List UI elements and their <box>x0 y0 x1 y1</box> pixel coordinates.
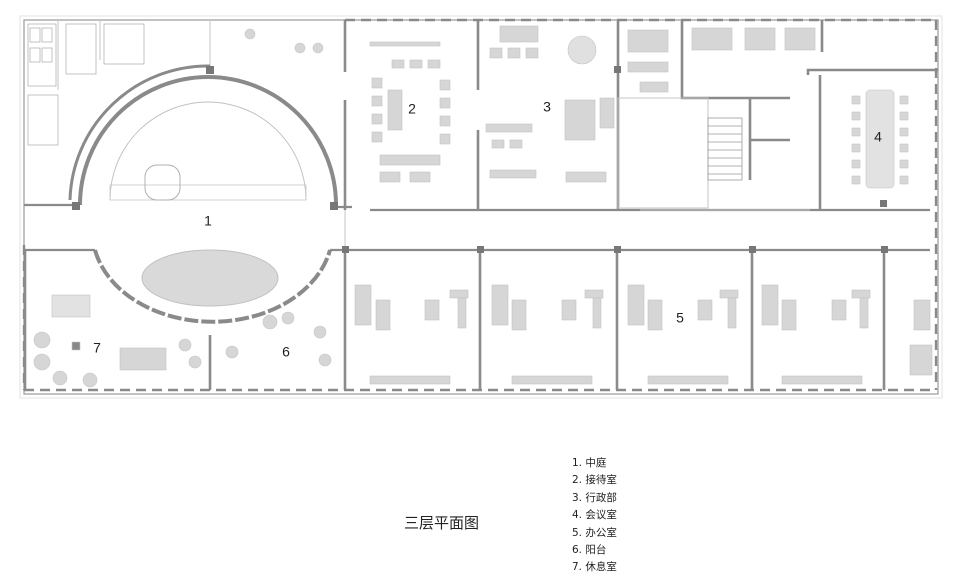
atrium-upper-wall <box>68 64 338 206</box>
legend-item: 3. 行政部 <box>572 491 617 504</box>
legend-item: 1. 中庭 <box>572 457 607 469</box>
legend-item: 2. 接待室 <box>572 474 617 487</box>
room-number-1: 1 <box>204 213 212 229</box>
room-number-2: 2 <box>408 101 416 117</box>
room-number-5: 5 <box>676 310 684 326</box>
legend-item: 4. 会议室 <box>572 509 617 522</box>
furniture-room-5 <box>354 284 933 385</box>
partitions <box>23 20 938 390</box>
atrium-lower <box>93 249 332 324</box>
corridor-walls <box>24 203 930 252</box>
furniture-room-2 <box>369 41 451 183</box>
furniture-room-3 <box>485 25 615 183</box>
stair <box>707 117 743 181</box>
plan-title: 三层平面图 <box>404 514 480 532</box>
room-number-3: 3 <box>543 99 551 115</box>
furniture-room-4 <box>851 89 909 189</box>
room-number-7: 7 <box>93 340 101 356</box>
furniture-rooms-6-7 <box>33 28 332 388</box>
toilets <box>27 23 145 146</box>
furniture-top-right <box>627 27 816 93</box>
columns <box>72 66 888 253</box>
light-partitions <box>57 20 810 250</box>
legend: 1. 中庭 2. 接待室 3. 行政部 4. 会议室 5. 办公室 6. 阳台 … <box>572 455 617 577</box>
legend-item: 6. 阳台 <box>572 544 607 557</box>
legend-item: 7. 休息室 <box>572 561 617 574</box>
room-number-6: 6 <box>282 344 290 360</box>
legend-item: 5. 办公室 <box>572 526 617 539</box>
room-number-4: 4 <box>874 129 882 145</box>
room-labels: 1 2 3 4 5 6 7 <box>93 99 882 360</box>
